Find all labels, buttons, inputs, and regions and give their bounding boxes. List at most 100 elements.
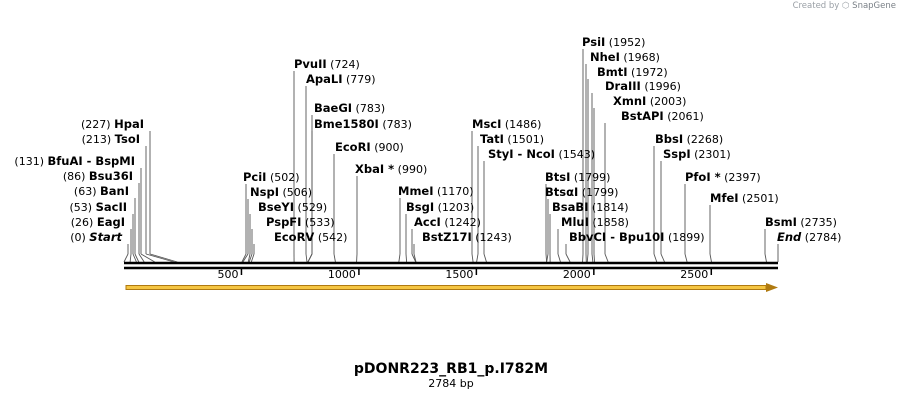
site-leader-line bbox=[248, 253, 253, 263]
site-label[interactable]: MluI (1858) bbox=[561, 215, 629, 229]
site-label[interactable]: BtsI (1799) bbox=[545, 170, 610, 184]
site-leader-line bbox=[586, 253, 589, 263]
site-name: EagI bbox=[97, 215, 125, 229]
site-label[interactable]: BbsI (2268) bbox=[655, 132, 723, 146]
site-label[interactable]: DraIII (1996) bbox=[605, 79, 681, 93]
site-label[interactable]: (131) BfuAI - BspMI bbox=[14, 154, 135, 168]
site-leader-line bbox=[305, 253, 308, 263]
site-label[interactable]: XmnI (2003) bbox=[613, 94, 686, 108]
site-label[interactable]: BseYI (529) bbox=[258, 200, 327, 214]
site-label[interactable]: EcoRV (542) bbox=[274, 230, 347, 244]
site-name: End bbox=[777, 230, 802, 244]
feature-arrow-head[interactable] bbox=[766, 283, 778, 292]
site-position: (783) bbox=[382, 118, 412, 131]
site-leader-line bbox=[247, 253, 251, 263]
feature-arrow-body[interactable] bbox=[125, 285, 767, 290]
site-leader-line bbox=[565, 253, 571, 263]
site-position: (1799) bbox=[574, 171, 611, 184]
site-label[interactable]: BtsαI (1799) bbox=[545, 185, 618, 199]
site-label[interactable]: BsaBI (1814) bbox=[552, 200, 629, 214]
site-label[interactable]: BbvCI - Bpu10I (1899) bbox=[569, 230, 705, 244]
site-name: BstZ17I bbox=[422, 230, 472, 244]
site-position: (86) bbox=[63, 170, 86, 183]
site-label[interactable]: PfoI * (2397) bbox=[685, 170, 761, 184]
site-name: MfeI bbox=[710, 191, 739, 205]
site-label[interactable]: PvuII (724) bbox=[294, 57, 360, 71]
site-position: (26) bbox=[71, 216, 94, 229]
site-label[interactable]: EcoRI (900) bbox=[335, 140, 404, 154]
site-name: AccI bbox=[414, 215, 441, 229]
site-label[interactable]: MscI (1486) bbox=[472, 117, 541, 131]
site-label[interactable]: (0) Start bbox=[70, 230, 122, 244]
site-label[interactable]: MfeI (2501) bbox=[710, 191, 779, 205]
site-label[interactable]: (227) HpaI bbox=[81, 117, 144, 131]
site-position: (506) bbox=[282, 186, 312, 199]
site-position: (1203) bbox=[438, 201, 475, 214]
site-label[interactable]: BstAPI (2061) bbox=[621, 109, 704, 123]
site-label[interactable]: PspFI (533) bbox=[266, 215, 335, 229]
site-leader-line bbox=[591, 253, 594, 263]
site-position: (2735) bbox=[800, 216, 837, 229]
site-label[interactable]: (63) BanI bbox=[74, 184, 129, 198]
site-label[interactable]: BsmI (2735) bbox=[765, 215, 837, 229]
site-label[interactable]: ApaLI (779) bbox=[306, 72, 376, 86]
site-label[interactable]: XbaI * (990) bbox=[355, 162, 427, 176]
site-label[interactable]: PsiI (1952) bbox=[582, 35, 645, 49]
snapgene-brand: SnapGene bbox=[852, 1, 896, 11]
site-label[interactable]: (53) SacII bbox=[69, 200, 127, 214]
site-name: BbvCI - Bpu10I bbox=[569, 230, 664, 244]
site-leader-line bbox=[129, 253, 132, 263]
site-label[interactable]: End (2784) bbox=[777, 230, 841, 244]
site-label[interactable]: NheI (1968) bbox=[590, 50, 660, 64]
site-leader-line bbox=[483, 253, 487, 263]
site-name: PciI bbox=[243, 170, 266, 184]
site-name: BanI bbox=[100, 184, 129, 198]
site-leader-line bbox=[684, 253, 688, 263]
site-label[interactable]: StyI - NcoI (1543) bbox=[488, 147, 595, 161]
site-position: (900) bbox=[374, 141, 404, 154]
site-name: SspI bbox=[663, 147, 691, 161]
site-leader-line bbox=[307, 253, 313, 263]
site-label[interactable]: BstZ17I (1243) bbox=[422, 230, 512, 244]
axis-tick-label: 1000 bbox=[328, 268, 356, 281]
site-label[interactable]: TatI (1501) bbox=[480, 132, 544, 146]
site-labels: (0) Start(26) EagI(53) SacII(63) BanI(86… bbox=[14, 35, 841, 244]
site-label[interactable]: MmeI (1170) bbox=[398, 184, 474, 198]
site-position: (533) bbox=[305, 216, 335, 229]
site-label[interactable]: BsgI (1203) bbox=[406, 200, 474, 214]
site-label[interactable]: PciI (502) bbox=[243, 170, 300, 184]
site-label[interactable]: Bme1580I (783) bbox=[314, 117, 412, 131]
site-label[interactable]: (26) EagI bbox=[71, 215, 125, 229]
site-name: PfoI * bbox=[685, 170, 721, 184]
site-label[interactable]: (213) TsoI bbox=[82, 132, 140, 146]
site-leader-line bbox=[593, 253, 595, 263]
site-position: (1501) bbox=[507, 133, 544, 146]
site-label[interactable]: SspI (2301) bbox=[663, 147, 731, 161]
site-position: (724) bbox=[330, 58, 360, 71]
site-position: (0) bbox=[70, 231, 86, 244]
site-position: (53) bbox=[69, 201, 92, 214]
axis-tick-label: 500 bbox=[217, 268, 238, 281]
site-position: (502) bbox=[270, 171, 300, 184]
site-label[interactable]: AccI (1242) bbox=[414, 215, 481, 229]
site-label[interactable]: BmtI (1972) bbox=[597, 65, 668, 79]
site-leader-lines bbox=[123, 49, 779, 263]
site-name: EcoRI bbox=[335, 140, 371, 154]
site-leader-line bbox=[557, 253, 561, 263]
feature-arrow[interactable] bbox=[125, 283, 778, 292]
created-by-text: Created by bbox=[792, 1, 840, 11]
site-leader-line bbox=[149, 253, 178, 263]
site-label[interactable]: NspI (506) bbox=[250, 185, 312, 199]
site-leader-line bbox=[604, 253, 609, 263]
site-label[interactable]: BaeGI (783) bbox=[314, 101, 385, 115]
site-name: BsgI bbox=[406, 200, 434, 214]
site-leader-line bbox=[138, 253, 145, 263]
site-label[interactable]: (86) Bsu36I bbox=[63, 169, 133, 183]
site-name: BbsI bbox=[655, 132, 683, 146]
site-position: (2061) bbox=[667, 110, 704, 123]
site-leader-line bbox=[398, 253, 401, 263]
site-name: SacII bbox=[96, 200, 127, 214]
site-leader-line bbox=[250, 253, 255, 263]
site-position: (1799) bbox=[582, 186, 619, 199]
